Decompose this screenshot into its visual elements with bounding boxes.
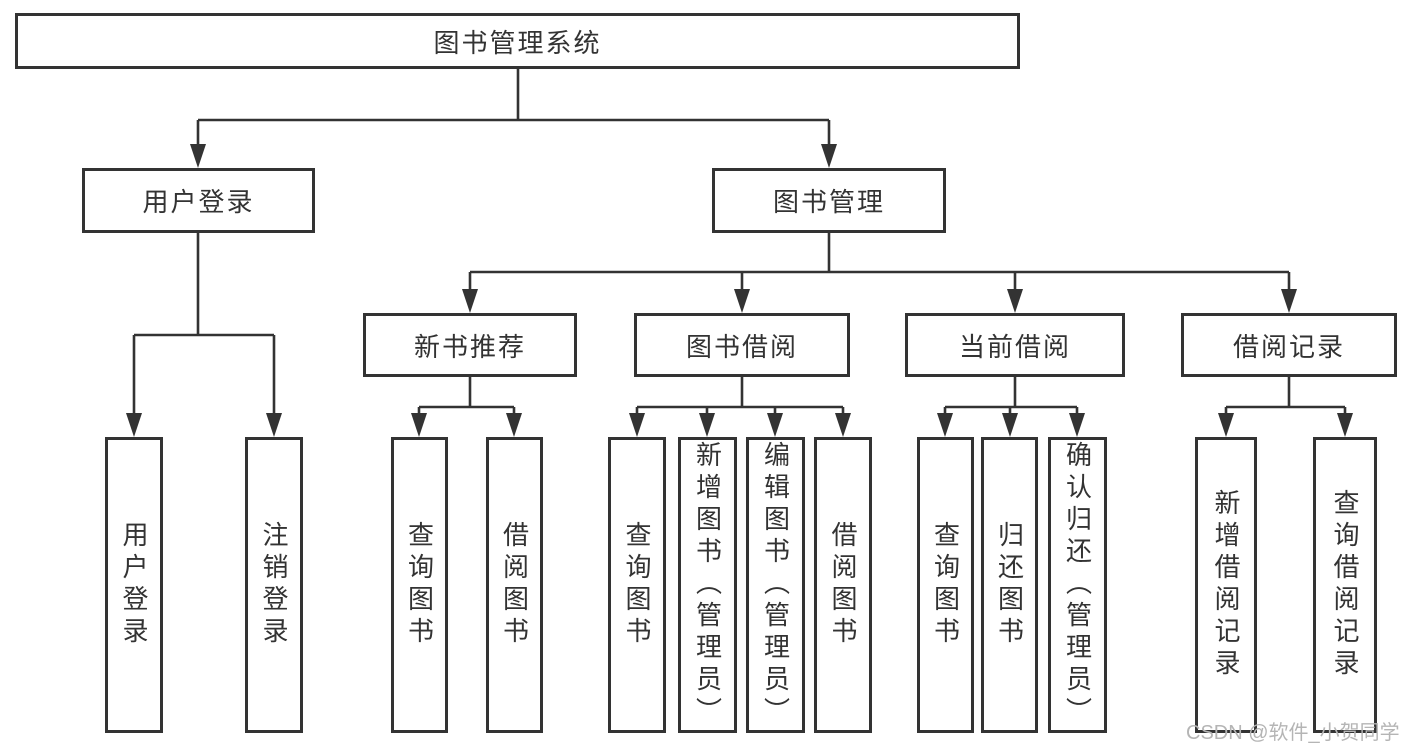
leaf-label: 查询借阅记录 <box>1330 489 1360 681</box>
node-label: 新书推荐 <box>413 331 526 362</box>
leaf-label: 注销登录 <box>259 521 289 649</box>
leaf-user-login: 用户登录 <box>105 437 163 733</box>
leaf-logout: 注销登录 <box>245 437 303 733</box>
connector-new-book-recommend-to-leaves <box>411 377 522 437</box>
leaf-label: 确认归还（管理员） <box>1062 441 1093 729</box>
leaf-add-borrow-record: 新增借阅记录 <box>1195 437 1257 733</box>
node-borrow-records: 借阅记录 <box>1181 313 1397 377</box>
leaf-borrow-books: 借阅图书 <box>814 437 872 733</box>
leaf-label: 借阅图书 <box>499 521 530 649</box>
leaf-confirm-return-admin: 确认归还（管理员） <box>1048 437 1107 733</box>
connector-current-borrow-to-leaves <box>937 377 1085 437</box>
leaf-label: 查询图书 <box>622 521 652 649</box>
leaf-query-borrow-record: 查询借阅记录 <box>1313 437 1377 733</box>
connector-book-borrow-to-leaves <box>629 377 851 437</box>
node-new-book-recommend: 新书推荐 <box>363 313 577 377</box>
node-book-borrow: 图书借阅 <box>634 313 850 377</box>
leaf-label: 借阅图书 <box>828 521 858 649</box>
leaf-return-books: 归还图书 <box>981 437 1038 733</box>
leaf-borrow-books-recommend: 借阅图书 <box>486 437 543 733</box>
connector-root-to-level1 <box>190 69 837 168</box>
leaf-label: 用户登录 <box>119 521 149 649</box>
leaf-add-books-admin: 新增图书（管理员） <box>678 437 737 733</box>
node-current-borrow: 当前借阅 <box>905 313 1125 377</box>
node-label: 借阅记录 <box>1232 331 1345 362</box>
csdn-watermark: CSDN @软件_小贺同学 <box>1186 722 1400 744</box>
leaf-query-books-current: 查询图书 <box>917 437 974 733</box>
leaf-label: 编辑图书（管理员） <box>760 441 791 729</box>
leaf-label: 查询图书 <box>404 521 435 649</box>
leaf-label: 新增借阅记录 <box>1211 489 1241 681</box>
node-book-management: 图书管理 <box>712 168 946 233</box>
node-user-login: 用户登录 <box>82 168 315 233</box>
connector-borrow-records-to-leaves <box>1218 377 1353 437</box>
leaf-label: 归还图书 <box>994 521 1025 649</box>
leaf-query-books-recommend: 查询图书 <box>391 437 448 733</box>
leaf-query-books-borrow: 查询图书 <box>608 437 666 733</box>
node-label: 图书管理 <box>772 187 885 217</box>
connector-book-mgmt-to-level2 <box>462 233 1297 313</box>
node-label: 图书借阅 <box>685 331 798 362</box>
node-root-library-system: 图书管理系统 <box>15 13 1020 69</box>
leaf-label: 新增图书（管理员） <box>692 441 723 729</box>
leaf-edit-books-admin: 编辑图书（管理员） <box>746 437 805 733</box>
leaf-label: 查询图书 <box>930 521 961 649</box>
connector-user-login-to-leaves <box>126 233 282 437</box>
node-label: 图书管理系统 <box>433 27 602 58</box>
node-label: 用户登录 <box>142 187 255 217</box>
node-label: 当前借阅 <box>958 331 1071 362</box>
